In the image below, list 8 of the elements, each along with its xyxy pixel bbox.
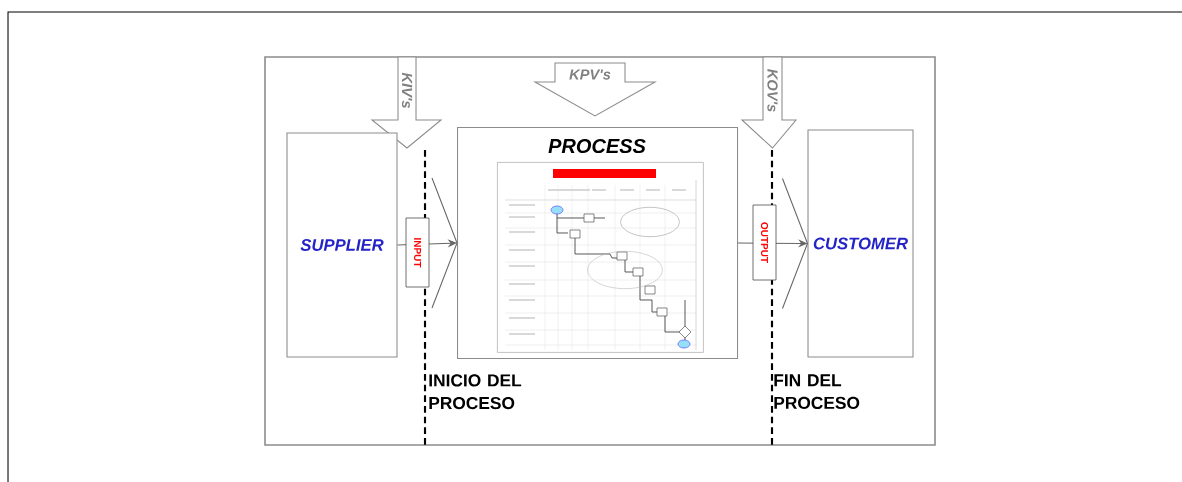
- milestone-label: INICIO DEL PROCESO: [429, 374, 522, 410]
- process-map-drawing: [497, 162, 704, 353]
- edge-label: OUTPUT: [760, 222, 769, 263]
- milestone-label: FIN DEL PROCESO: [774, 374, 860, 409]
- customer-box: CUSTOMER: [807, 129, 914, 358]
- chevron-arrow: [737, 177, 809, 310]
- edge-label: INPUT: [414, 238, 421, 268]
- supplier-box: SUPPLIER: [286, 132, 398, 358]
